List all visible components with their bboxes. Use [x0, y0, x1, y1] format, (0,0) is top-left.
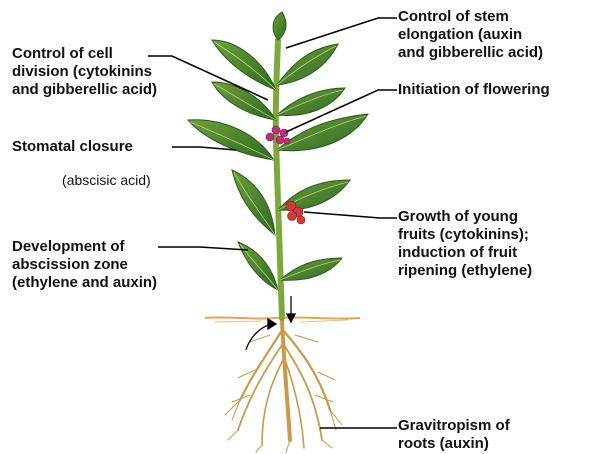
label-line: abscission zone — [12, 256, 157, 274]
label-line: induction of fruit — [398, 244, 532, 262]
label-stem-elongation: Control of stem elongation (auxin and gi… — [398, 8, 543, 62]
label-line: elongation (auxin — [398, 26, 543, 44]
label-line: Control of cell — [12, 45, 157, 63]
label-line: Stomatal closure — [12, 138, 133, 156]
label-line: and gibberellic acid) — [398, 44, 543, 62]
label-stomatal-closure: Stomatal closure — [12, 138, 133, 156]
label-line: Control of stem — [398, 8, 543, 26]
label-abscission-zone: Development of abscission zone (ethylene… — [12, 238, 157, 292]
label-gravitropism: Gravitropism of roots (auxin) — [398, 417, 510, 453]
roots — [225, 318, 342, 452]
gravity-arrows — [246, 296, 295, 350]
label-line: Growth of young — [398, 208, 532, 226]
label-line: (ethylene and auxin) — [12, 274, 157, 292]
label-line: Development of — [12, 238, 157, 256]
label-fruit-growth: Growth of young fruits (cytokinins); ind… — [398, 208, 532, 280]
label-line: division (cytokinins — [12, 63, 157, 81]
label-line: Initiation of flowering — [398, 81, 550, 99]
label-cell-division: Control of cell division (cytokinins and… — [12, 45, 157, 99]
label-abscisic-acid: (abscisic acid) — [62, 172, 151, 188]
label-line: ripening (ethylene) — [398, 262, 532, 280]
label-line: roots (auxin) — [398, 435, 510, 453]
label-line: fruits (cytokinins); — [398, 226, 532, 244]
label-line: and gibberellic acid) — [12, 81, 157, 99]
label-line: Gravitropism of — [398, 417, 510, 435]
label-flowering: Initiation of flowering — [398, 81, 550, 99]
